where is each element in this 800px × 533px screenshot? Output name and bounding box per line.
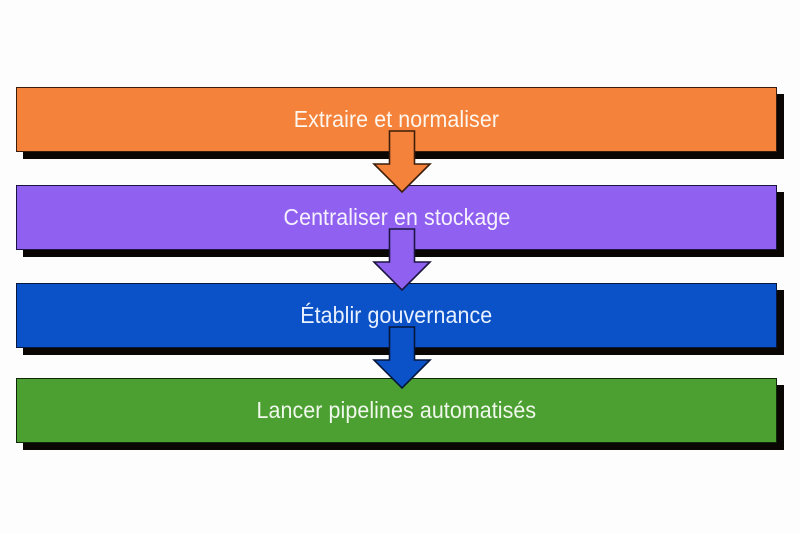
process-step-2-label: Centraliser en stockage bbox=[283, 204, 510, 230]
process-step-4-label: Lancer pipelines automatisés bbox=[256, 397, 537, 423]
process-step-1-label: Extraire et normaliser bbox=[293, 106, 500, 132]
process-step-4[interactable]: Lancer pipelines automatisés bbox=[16, 378, 777, 443]
connector-step-2-to-step-3 bbox=[372, 228, 432, 292]
process-step-3-label: Établir gouvernance bbox=[300, 302, 493, 328]
arrow-down-icon bbox=[372, 326, 432, 390]
arrow-down-icon bbox=[372, 130, 432, 194]
connector-step-1-to-step-2 bbox=[372, 130, 432, 194]
arrow-down-icon bbox=[372, 228, 432, 292]
connector-step-3-to-step-4 bbox=[372, 326, 432, 390]
